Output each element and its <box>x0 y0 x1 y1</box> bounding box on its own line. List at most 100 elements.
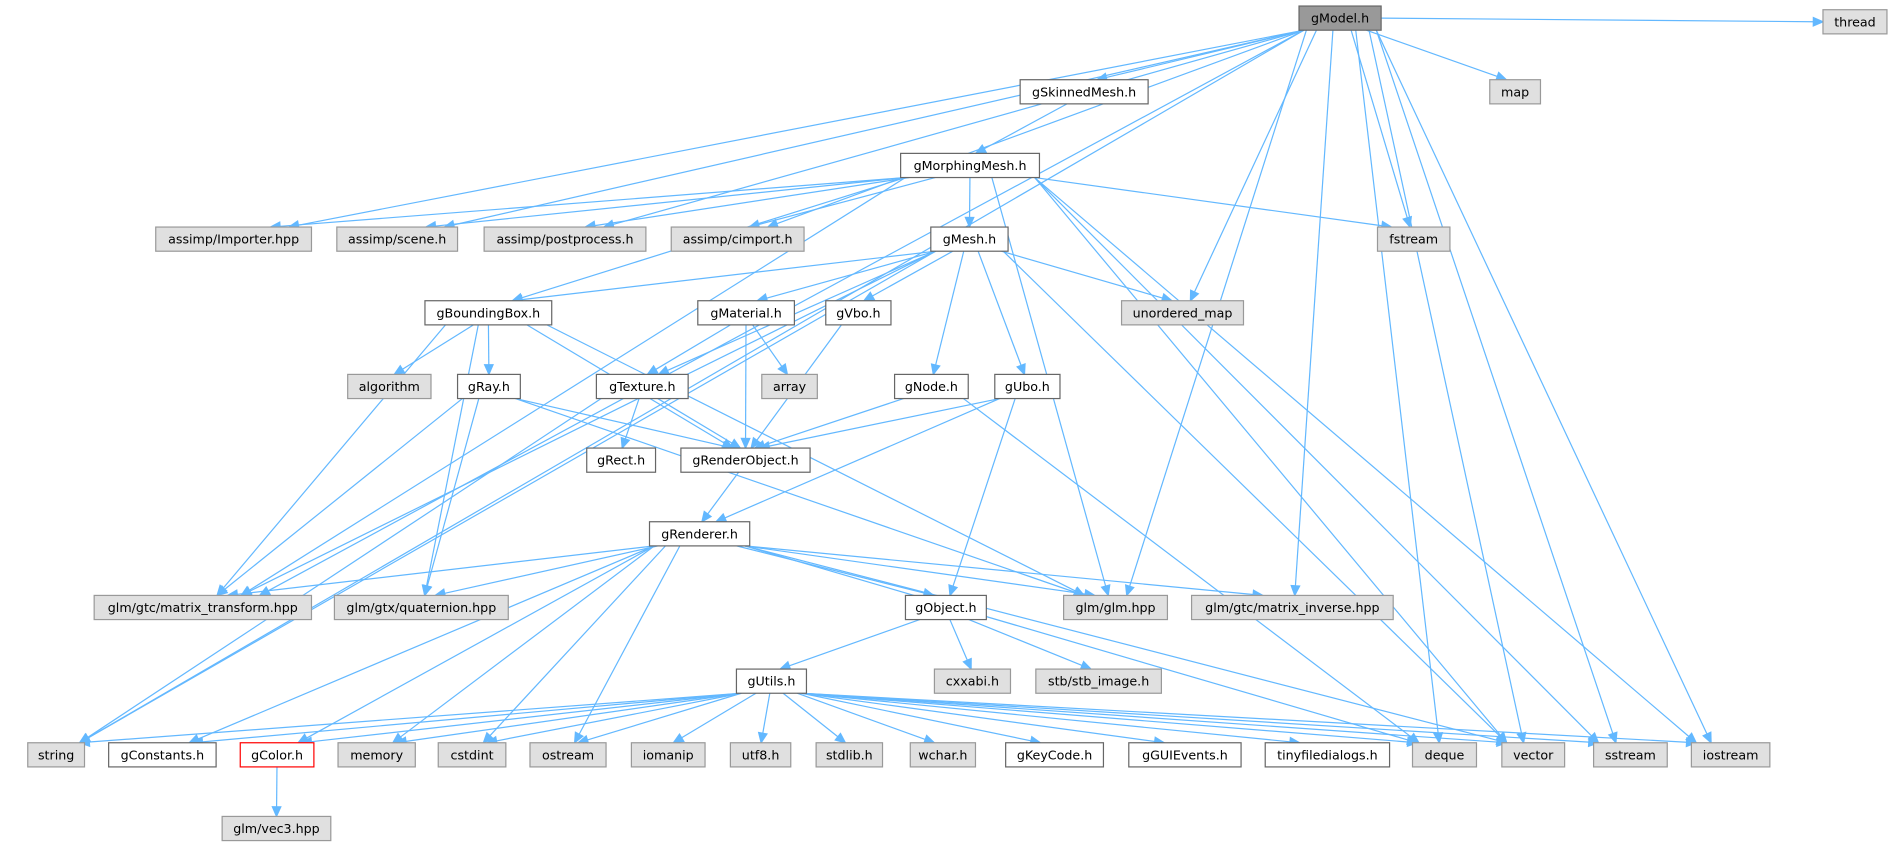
node-gconstants[interactable]: gConstants.h <box>108 742 217 768</box>
node-importer[interactable]: assimp/Importer.hpp <box>155 226 313 252</box>
node-label: gVbo.h <box>836 305 880 320</box>
node-label: gConstants.h <box>121 747 205 762</box>
node-gmaterial[interactable]: gMaterial.h <box>697 300 795 326</box>
edge-gMesh-to-unordered_map <box>1001 250 1163 299</box>
node-cxxabi[interactable]: cxxabi.h <box>933 668 1012 694</box>
node-label: thread <box>1834 14 1875 29</box>
node-grenderobject[interactable]: gRenderObject.h <box>680 447 811 473</box>
edge-gRay-to-glm <box>515 397 1076 593</box>
node-iostream[interactable]: iostream <box>1690 742 1771 768</box>
node-label: gMorphingMesh.h <box>914 158 1027 173</box>
node-box <box>1501 742 1566 768</box>
node-gvbo[interactable]: gVbo.h <box>825 300 892 326</box>
edge-gRenderer-to-vector <box>744 545 1498 741</box>
node-tinyfiledialogs[interactable]: tinyfiledialogs.h <box>1264 742 1391 768</box>
arrowhead-icon <box>930 363 941 376</box>
node-gutils[interactable]: gUtils.h <box>735 668 808 694</box>
node-vec3[interactable]: glm/vec3.hpp <box>221 815 332 842</box>
node-matrix-transform[interactable]: glm/gtc/matrix_transform.hpp <box>93 594 313 621</box>
arrowhead-icon <box>482 731 495 744</box>
node-thread[interactable]: thread <box>1822 9 1888 35</box>
node-label: iostream <box>1703 747 1759 762</box>
node-gmorphingmesh[interactable]: gMorphingMesh.h <box>900 152 1041 179</box>
edge-gRenderer-to-matrix_inverse <box>744 545 1254 596</box>
node-gcolor[interactable]: gColor.h <box>239 742 315 768</box>
edge-gUtils-to-gKeyCode <box>801 692 1032 742</box>
node-box <box>815 742 884 768</box>
node-label: gUtils.h <box>747 674 795 689</box>
node-algorithm[interactable]: algorithm <box>347 373 432 400</box>
edge-gUtils-to-stdlib <box>782 692 839 738</box>
node-scene[interactable]: assimp/scene.h <box>336 226 459 252</box>
node-glm[interactable]: glm/glm.hpp <box>1063 594 1169 621</box>
edge-gObject-to-gUtils <box>789 618 920 667</box>
node-cimport[interactable]: assimp/cimport.h <box>670 226 805 252</box>
node-box <box>1005 742 1105 768</box>
arrowhead-icon <box>1812 16 1825 27</box>
node-array[interactable]: array <box>761 373 818 400</box>
node-label: unordered_map <box>1133 305 1233 320</box>
edge-gBoundingBox-to-quaternion <box>425 324 479 587</box>
node-wchar[interactable]: wchar.h <box>909 742 977 768</box>
node-gguievents[interactable]: gGUIEvents.h <box>1128 742 1242 768</box>
edge-gUtils-to-utf8 <box>762 693 771 734</box>
node-label: assimp/cimport.h <box>683 232 793 247</box>
node-gskinnedmesh[interactable]: gSkinnedMesh.h <box>1019 79 1149 105</box>
node-cstdint[interactable]: cstdint <box>437 742 507 768</box>
node-deque[interactable]: deque <box>1411 742 1478 768</box>
node-stdlib[interactable]: stdlib.h <box>815 742 884 768</box>
edge-gModel-to-deque <box>1355 30 1439 734</box>
arrowhead-icon <box>1100 584 1111 597</box>
node-gnode[interactable]: gNode.h <box>893 373 969 400</box>
node-grect[interactable]: gRect.h <box>586 447 657 473</box>
edge-gUtils-to-string <box>89 692 742 743</box>
edge-gModel-to-matrix_inverse <box>1294 30 1334 586</box>
node-matrix-inverse[interactable]: glm/gtc/matrix_inverse.hpp <box>1190 594 1394 621</box>
node-gboundingbox[interactable]: gBoundingBox.h <box>424 300 553 326</box>
edge-gUtils-to-gConstants <box>202 692 742 743</box>
node-utf8[interactable]: utf8.h <box>729 742 792 768</box>
node-string[interactable]: string <box>27 742 86 768</box>
node-iomanip[interactable]: iomanip <box>630 742 706 768</box>
node-label: stdlib.h <box>826 747 873 762</box>
edge-gRenderer-to-deque <box>744 545 1409 741</box>
edge-gMorphingMesh-to-iostream <box>1034 177 1690 737</box>
edge-gBoundingBox-to-algorithm <box>402 324 474 370</box>
node-gobject[interactable]: gObject.h <box>904 594 987 621</box>
node-memory[interactable]: memory <box>337 742 416 768</box>
edge-gUtils-to-gColor <box>311 692 742 743</box>
node-label: glm/vec3.hpp <box>233 821 320 836</box>
node-quaternion[interactable]: glm/gtx/quaternion.hpp <box>333 594 509 621</box>
node-box <box>735 668 808 694</box>
node-box <box>825 300 892 326</box>
node-label: gBoundingBox.h <box>437 305 541 320</box>
node-box <box>424 300 553 326</box>
arrowhead-icon <box>750 436 762 450</box>
edge-gModel-to-vector <box>1368 30 1523 734</box>
edges-layer <box>78 16 1825 818</box>
node-postprocess[interactable]: assimp/postprocess.h <box>483 226 647 252</box>
node-ostream[interactable]: ostream <box>529 742 607 768</box>
node-gmesh[interactable]: gMesh.h <box>930 226 1009 252</box>
node-unordered-map[interactable]: unordered_map <box>1120 300 1245 326</box>
node-label: assimp/postprocess.h <box>496 232 633 247</box>
node-label: tinyfiledialogs.h <box>1277 747 1377 762</box>
node-fstream[interactable]: fstream <box>1376 226 1451 252</box>
node-gray[interactable]: gRay.h <box>456 373 521 400</box>
node-sstream[interactable]: sstream <box>1592 742 1668 768</box>
node-label: assimp/Importer.hpp <box>168 232 299 247</box>
node-gmodel[interactable]: gModel.h <box>1298 5 1382 31</box>
node-map[interactable]: map <box>1489 79 1542 105</box>
node-vector[interactable]: vector <box>1501 742 1566 768</box>
edge-gBoundingBox-to-matrix_transform <box>222 324 446 589</box>
edge-gMorphingMesh-to-sstream <box>1034 177 1593 737</box>
node-box <box>1120 300 1245 326</box>
edge-gUbo-to-gObject <box>952 398 1016 587</box>
node-gkeycode[interactable]: gKeyCode.h <box>1005 742 1105 768</box>
node-gubo[interactable]: gUbo.h <box>994 373 1061 400</box>
node-box <box>630 742 706 768</box>
node-grenderer[interactable]: gRenderer.h <box>648 521 751 547</box>
node-gtexture[interactable]: gTexture.h <box>595 373 689 400</box>
edge-gUbo-to-gRenderer <box>724 397 1000 519</box>
node-stb[interactable]: stb/stb_image.h <box>1035 668 1162 694</box>
